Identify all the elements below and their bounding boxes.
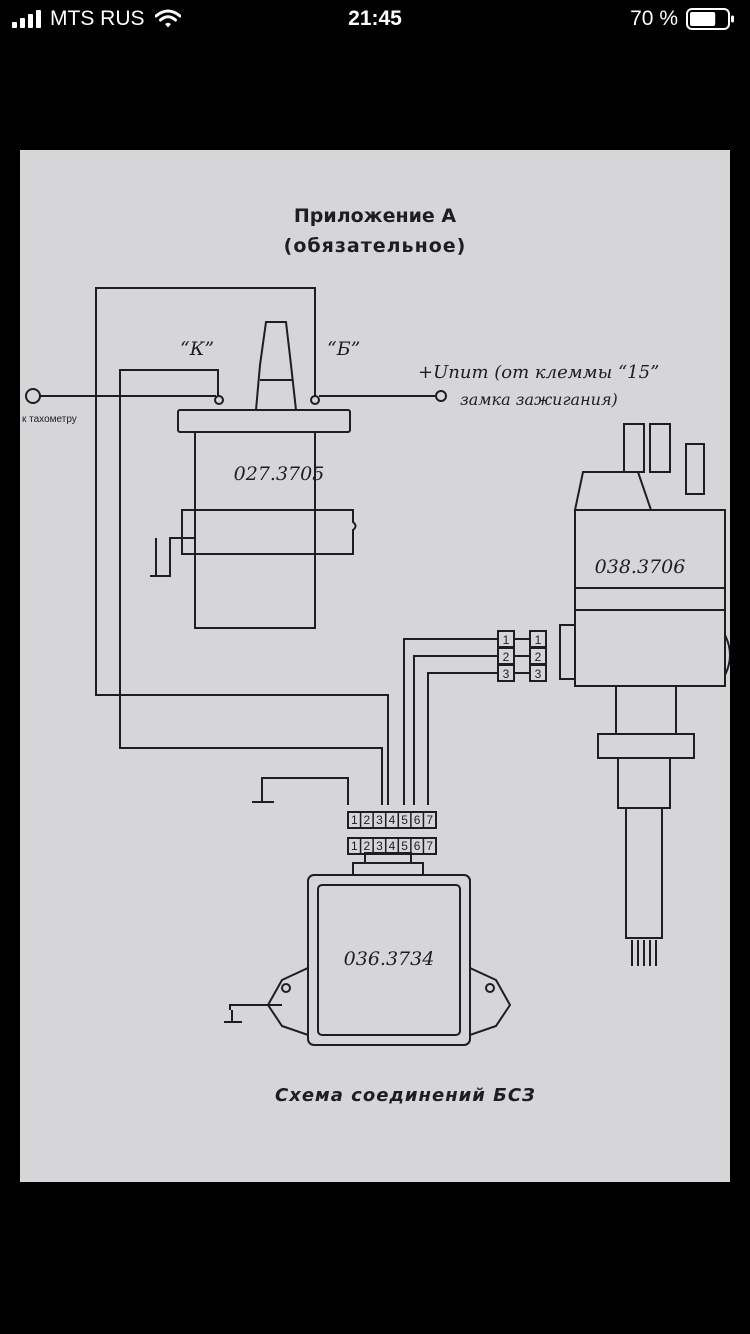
battery-fill [690, 12, 716, 26]
switch-connector-upper [347, 811, 437, 829]
page-subtitle: (обязательное) [283, 235, 467, 257]
wifi-icon [154, 9, 181, 28]
switch-pin-label: 6 [414, 839, 421, 853]
switch-pin-label: 1 [351, 839, 358, 853]
switch-pin-label: 1 [351, 813, 358, 827]
switch-pin-label: 5 [401, 839, 408, 853]
distributor-pin-label: 3 [503, 667, 510, 681]
distributor-pin-label: 2 [503, 650, 510, 664]
coil-terminal-k-label: “К” [180, 338, 215, 360]
switch-pin-label: 4 [389, 839, 396, 853]
distributor-connector-right: 1 2 3 [529, 630, 547, 682]
switch-pin-label: 3 [376, 813, 383, 827]
tachometer-label: к тахометру [22, 414, 77, 425]
diagram-caption: Схема соединений БСЗ [275, 1085, 536, 1106]
coil-terminal-b-label: “Б” [327, 338, 361, 360]
status-right: 70 % [630, 7, 736, 31]
tachometer-wire [25, 388, 216, 404]
switch-pin-label: 4 [389, 813, 396, 827]
distributor-connector-left: 1 2 3 [497, 630, 515, 682]
page-title: Приложение А [293, 205, 457, 227]
coil-model-label: 027.3705 [234, 463, 325, 485]
supply-label: +Uпит (от клеммы “15” [418, 362, 660, 383]
distributor-pin-label: 2 [535, 650, 542, 664]
status-bar: MTS RUS 21:45 70 % [0, 0, 750, 42]
carrier-name: MTS RUS [50, 7, 145, 30]
signal-icon [12, 10, 41, 28]
distributor [559, 423, 730, 966]
distributor-harness [403, 638, 498, 805]
distributor-pin-label: 3 [535, 667, 542, 681]
distributor-pin-label: 1 [503, 633, 510, 647]
distributor-model-label: 038.3706 [595, 556, 686, 578]
distributor-pin-label: 1 [535, 633, 542, 647]
switch-pin-label: 2 [364, 813, 371, 827]
ignition-coil [95, 287, 389, 805]
battery-icon [686, 8, 734, 30]
switch-pin-label: 7 [426, 813, 433, 827]
ignition-switch [150, 538, 512, 1046]
switch-connector-lower [347, 837, 437, 855]
switch-pin-label: 6 [414, 813, 421, 827]
battery-percent: 70 % [630, 7, 678, 30]
switch-pin-label: 7 [426, 839, 433, 853]
status-left: MTS RUS [12, 7, 181, 31]
supply-label-line2: замка зажигания) [460, 390, 618, 409]
supply-wire [319, 390, 447, 402]
switch-model-label: 036.3734 [344, 948, 435, 970]
switch-pin-label: 2 [364, 839, 371, 853]
switch-pin-label: 5 [401, 813, 408, 827]
clock: 21:45 [348, 7, 402, 30]
switch-pin-label: 3 [376, 839, 383, 853]
